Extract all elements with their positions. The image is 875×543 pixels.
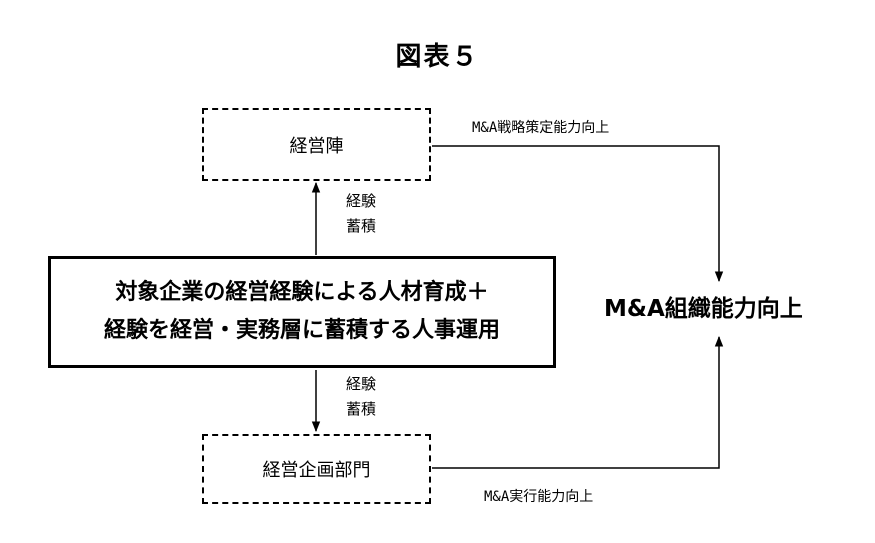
strategy-connector (432, 145, 724, 283)
experience-down-line2: 蓄積 (345, 400, 376, 418)
management-label: 経営陣 (289, 135, 344, 157)
experience-down-label: 経験 蓄積 (331, 372, 391, 422)
experience-up-line2: 蓄積 (345, 217, 376, 235)
hr-practice-line2: 経験を経営・実務層に蓄積する人事運用 (103, 318, 500, 343)
org-capability-result: M&A組織能力向上 (604, 296, 803, 322)
experience-up-label: 経験 蓄積 (331, 189, 391, 239)
experience-up-line1: 経験 (345, 192, 376, 210)
hr-practice-node: 対象企業の経営経験による人材育成＋ 経験を経営・実務層に蓄積する人事運用 (48, 256, 556, 368)
figure-title: 図表５ (395, 42, 480, 72)
hr-practice-line1: 対象企業の経営経験による人材育成＋ (115, 280, 489, 305)
management-node: 経営陣 (202, 108, 431, 181)
strategy-edge-label: M&A戦略策定能力向上 (472, 120, 610, 136)
execution-edge-label: M&A実行能力向上 (484, 489, 594, 505)
experience-down-line1: 経験 (345, 375, 376, 393)
planning-label: 経営企画部門 (262, 460, 371, 481)
execution-connector (432, 335, 724, 469)
planning-node: 経営企画部門 (202, 434, 431, 504)
